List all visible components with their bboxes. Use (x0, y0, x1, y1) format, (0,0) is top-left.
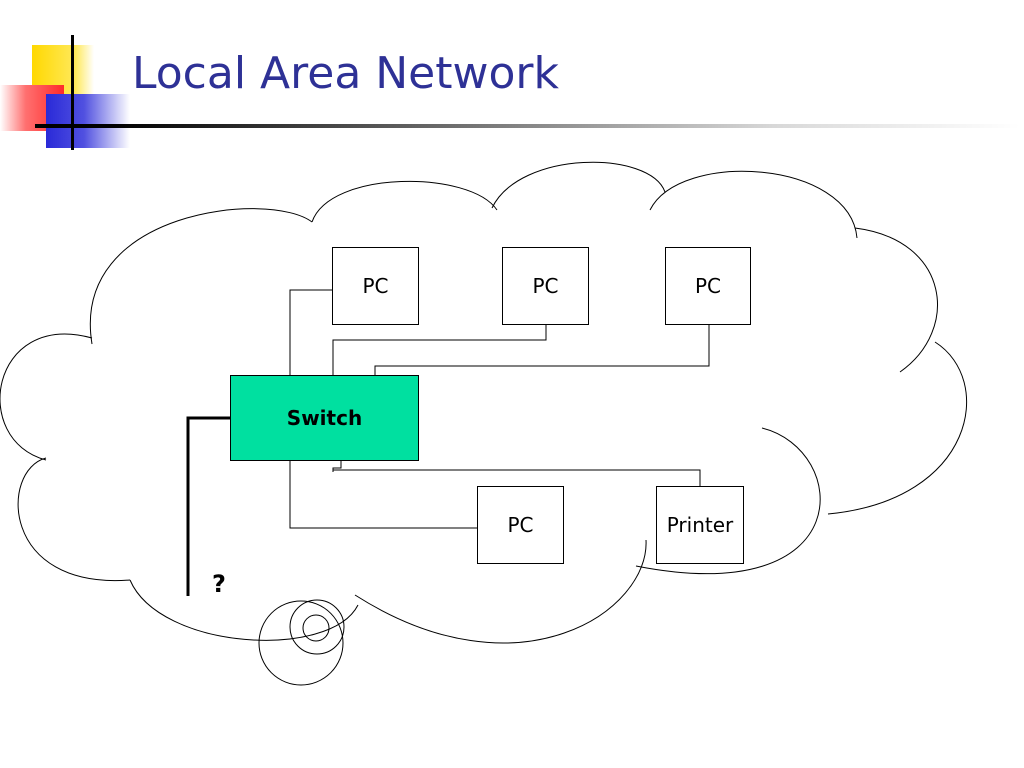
connections (289, 289, 710, 529)
thought-bubbles (258, 599, 345, 686)
node-pc-4: PC (477, 486, 564, 564)
link-switch-pc2 (332, 324, 547, 377)
slide-logo (0, 0, 140, 160)
node-pc-3-label: PC (694, 274, 722, 298)
node-pc-1: PC (332, 247, 419, 325)
node-pc-3: PC (665, 247, 751, 325)
node-pc-1-label: PC (362, 274, 389, 298)
bubble-small (302, 614, 330, 642)
logo-vertical-line (71, 35, 74, 150)
bubble-medium (289, 599, 345, 655)
node-switch: Switch (230, 375, 419, 461)
link-switch-printer (333, 469, 701, 486)
node-printer-label: Printer (666, 513, 734, 537)
cloud-outline (0, 161, 967, 644)
node-pc-2: PC (502, 247, 589, 325)
node-switch-label: Switch (286, 406, 363, 430)
link-switch-pc1 (289, 289, 333, 377)
slide-title: Local Area Network (132, 48, 559, 99)
unknown-link-label: ? (212, 570, 226, 598)
title-underline (35, 124, 1020, 128)
node-pc-4-label: PC (507, 513, 534, 537)
logo-blue-square (46, 94, 130, 148)
node-printer: Printer (656, 486, 744, 564)
link-switch-pc3 (374, 324, 710, 383)
bubble-large (258, 600, 344, 686)
node-pc-2-label: PC (532, 274, 559, 298)
link-switch-pc4 (289, 460, 478, 529)
uplink-unknown (186, 416, 231, 596)
